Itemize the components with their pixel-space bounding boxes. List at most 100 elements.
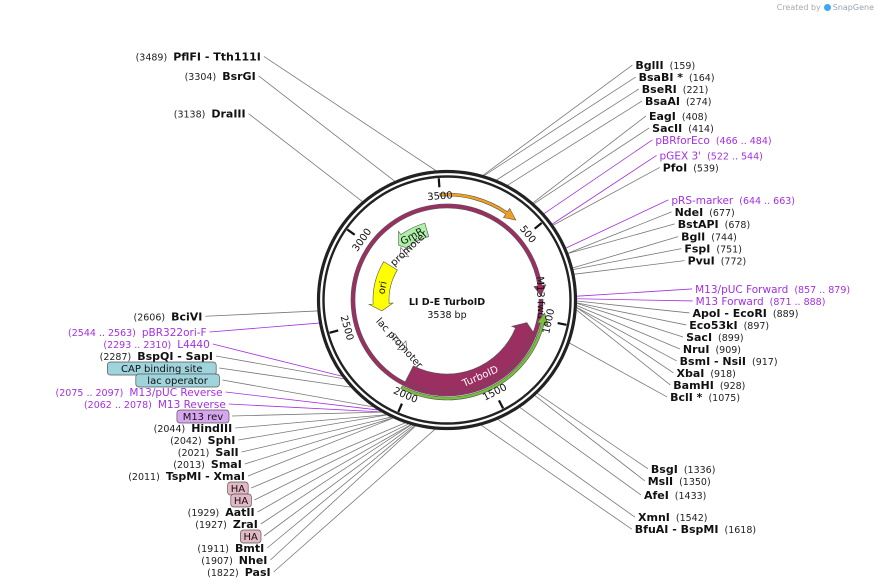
primer-pgex-3: pGEX 3'(522 .. 544) [660,150,763,162]
enzyme-name: FspI [684,243,710,256]
enzyme-position: (1911) [197,544,229,555]
enzyme-name: BsgI [651,463,678,476]
leader-line [576,300,690,314]
enzyme-position: (928) [720,381,746,392]
leader-line [576,302,684,338]
primer-m13-forward: M13 Forward(871 .. 888) [696,296,826,308]
feature-arc-pc-promoter [399,246,410,258]
leader-line [568,223,675,254]
feature-box-cap-binding-site: CAP binding site [107,361,217,376]
enzyme-site-bamhi: BamHI (928) [673,379,745,392]
leader-line [576,307,677,362]
leader-line [576,307,674,374]
enzyme-position: (2042) [170,436,202,447]
leader-line [238,414,387,441]
enzyme-name: ApoI - EcoRI [692,307,766,320]
feature-box-label: HA [234,496,249,507]
enzyme-position: (2044) [154,424,186,435]
enzyme-position: (1907) [201,556,233,567]
enzyme-site-msli: MslI(1350) [648,475,711,488]
primer-name: M13/pUC Reverse [129,387,222,399]
feature-box-label: CAP binding site [121,364,203,375]
tick-mark [329,329,339,334]
feature-box-ha: HA [230,493,252,508]
enzyme-site-sacii: SacII(414) [652,122,714,135]
primer-position: (644 .. 663) [739,196,795,207]
feature-box-label: M13 rev [183,412,224,423]
enzyme-name: PfoI [663,161,688,174]
feature-label-m13-fwd: M13 fwd [534,276,546,319]
leader-line [576,309,671,386]
leader-line [497,419,636,518]
leader-line [212,343,342,377]
enzyme-position: (917) [752,357,778,368]
enzyme-name: XmnI [638,511,670,524]
leader-line [257,424,411,513]
enzyme-name: BamHI [673,379,714,392]
enzyme-position: (751) [716,245,742,256]
primer-name: M13 Reverse [158,399,226,411]
enzyme-site-tspmi-xmai: (2011)TspMI - XmaI [128,470,245,483]
enzyme-name: BsaAI [645,95,680,108]
enzyme-name: SacII [652,122,682,135]
backbone-outer-circle [316,169,578,431]
primer-m13-reverse: (2062 .. 2078)M13 Reverse [84,399,226,411]
primer-position: (2544 .. 2563) [68,328,136,339]
leader-line [482,64,633,176]
enzyme-position: (539) [693,163,719,174]
feature-arc-ori [367,261,398,312]
primer-name: L4440 [177,339,210,351]
enzyme-name: BmtI [235,542,264,555]
enzyme-name: XbaI [676,367,704,380]
leader-line [534,395,645,482]
feature-box-background [135,373,220,388]
enzyme-name: BfuAI - BspMI [635,523,719,536]
enzyme-position: (897) [744,321,770,332]
leader-line [215,355,344,380]
feature-arc-arc-6 [439,192,517,221]
leader-line [576,305,681,350]
enzyme-site-bstapi: BstAPI(678) [678,218,750,231]
enzyme-site-afei: AfeI(1433) [644,489,706,502]
feature-label-lac-promoter: lac promoter [373,316,425,372]
leader-line [231,411,382,417]
feature-box-label: HA [231,484,246,495]
leader-line [235,414,387,429]
enzyme-site-bcivi: (2606)BciVI [134,310,203,323]
enzyme-position: (1336) [684,465,716,476]
enzyme-site-eagi: EagI(408) [649,110,707,123]
tick-label: 1000 [541,308,557,335]
enzyme-position: (2021) [178,448,210,459]
credit-brand: SnapGene [832,3,874,12]
enzyme-position: (744) [711,233,737,244]
enzyme-position: (1929) [188,508,220,519]
enzyme-name: BglI [681,231,705,244]
enzyme-position: (889) [773,309,799,320]
feature-box-ha: HA [240,529,262,544]
enzyme-position: (1075) [708,393,740,404]
enzyme-name: PflFI - Tth111I [173,50,261,63]
enzyme-site-zrai: (1927)ZraI [195,518,258,531]
primer-name: pRS-marker [671,195,734,207]
enzyme-name: Eco53kI [689,319,737,332]
primer-prs-marker: pRS-marker (644 .. 663) [671,195,795,207]
enzyme-site-pasi: (1822)PasI [207,566,270,579]
leader-line [270,425,416,561]
enzyme-position: (159) [670,61,696,72]
enzyme-name: HindIII [191,422,232,435]
leader-line [273,429,436,573]
feature-box-background [230,493,252,508]
primer-name: M13 Forward [696,296,764,308]
tick-label: 3000 [351,227,375,254]
feature-arc-gmr [398,222,430,250]
enzyme-name: DraIII [211,108,245,121]
snapgene-logo-icon [823,4,831,11]
primer-name: pGEX 3' [660,150,702,162]
enzyme-site-ndei: NdeI(677) [675,206,735,219]
enzyme-site-bgli: BglI (744) [681,231,737,244]
enzyme-name: SphI [208,434,236,447]
enzyme-position: (2011) [128,472,160,483]
enzyme-site-aatii: (1929)AatII [188,506,255,519]
leader-line [574,260,685,275]
